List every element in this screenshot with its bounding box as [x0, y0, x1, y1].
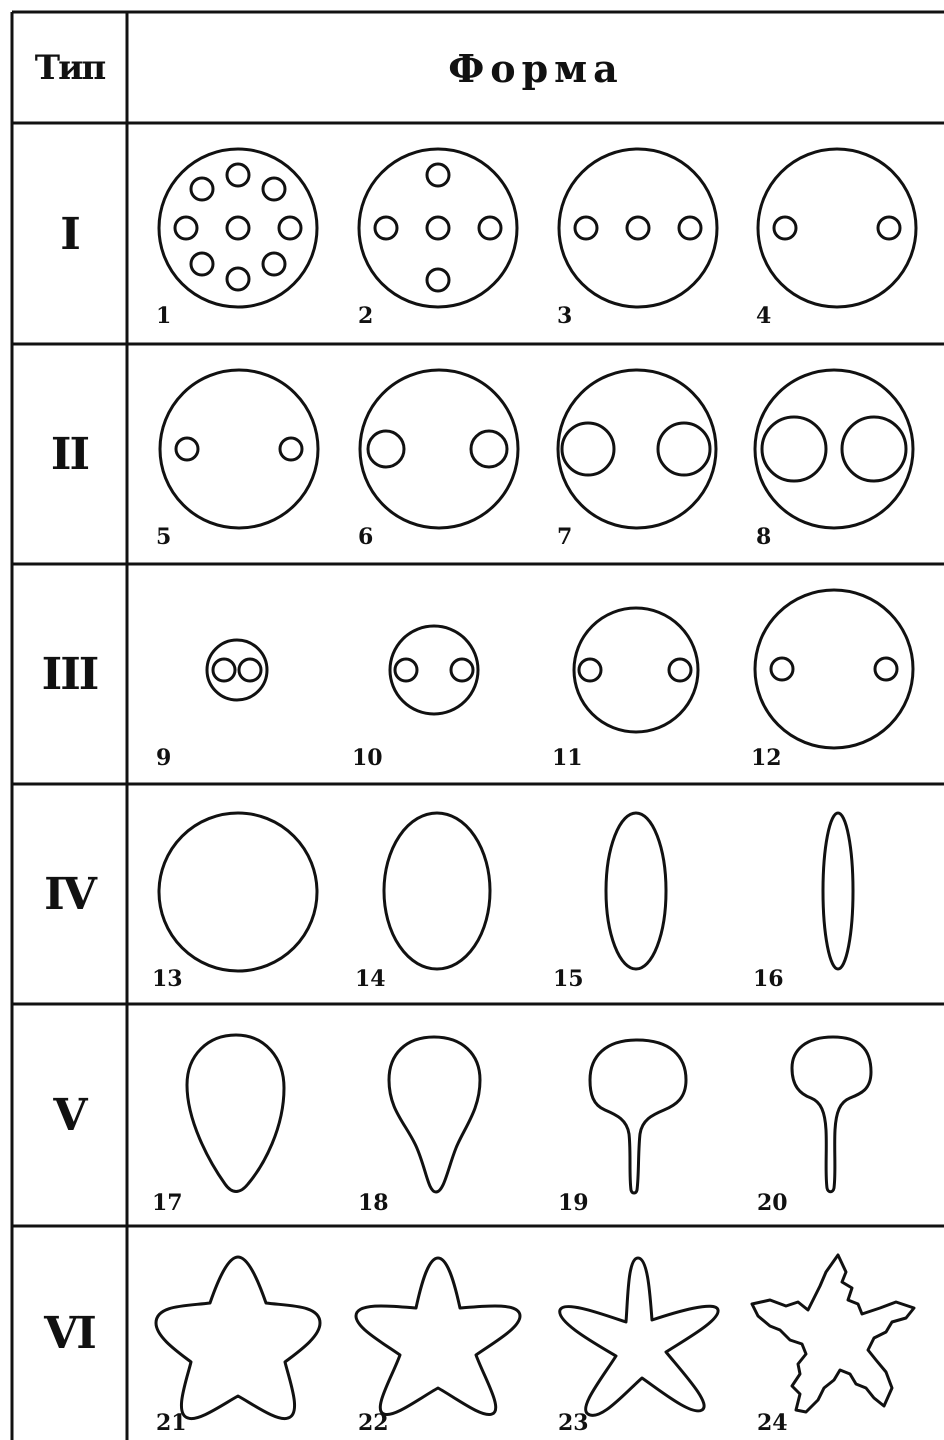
- shape-number-4: 4: [756, 303, 771, 329]
- shape-number-6: 6: [358, 524, 373, 550]
- shape-number-22: 22: [358, 1410, 389, 1436]
- shape-number-2: 2: [358, 303, 373, 329]
- shape-number-5: 5: [156, 524, 171, 550]
- shape-23: [560, 1258, 718, 1415]
- shape-number-8: 8: [756, 524, 771, 550]
- shape-number-14: 14: [355, 966, 386, 992]
- shape-24: [752, 1255, 914, 1412]
- shape-22: [356, 1258, 520, 1415]
- shape-number-16: 16: [753, 966, 784, 992]
- shape-number-11: 11: [552, 745, 583, 771]
- shape-number-24: 24: [757, 1410, 788, 1436]
- shape-number-7: 7: [557, 524, 572, 550]
- shape-number-21: 21: [156, 1410, 187, 1436]
- shape-21: [156, 1257, 320, 1419]
- shape-number-9: 9: [156, 745, 171, 771]
- shape-number-10: 10: [352, 745, 383, 771]
- shape-number-23: 23: [558, 1410, 589, 1436]
- shape-number-1: 1: [156, 303, 171, 329]
- shape-number-17: 17: [152, 1190, 183, 1216]
- shape-number-15: 15: [553, 966, 584, 992]
- shape-number-12: 12: [751, 745, 782, 771]
- shape-number-13: 13: [152, 966, 183, 992]
- shape-number-18: 18: [358, 1190, 389, 1216]
- shape-number-20: 20: [757, 1190, 788, 1216]
- shape-number-19: 19: [558, 1190, 589, 1216]
- shape-number-3: 3: [557, 303, 572, 329]
